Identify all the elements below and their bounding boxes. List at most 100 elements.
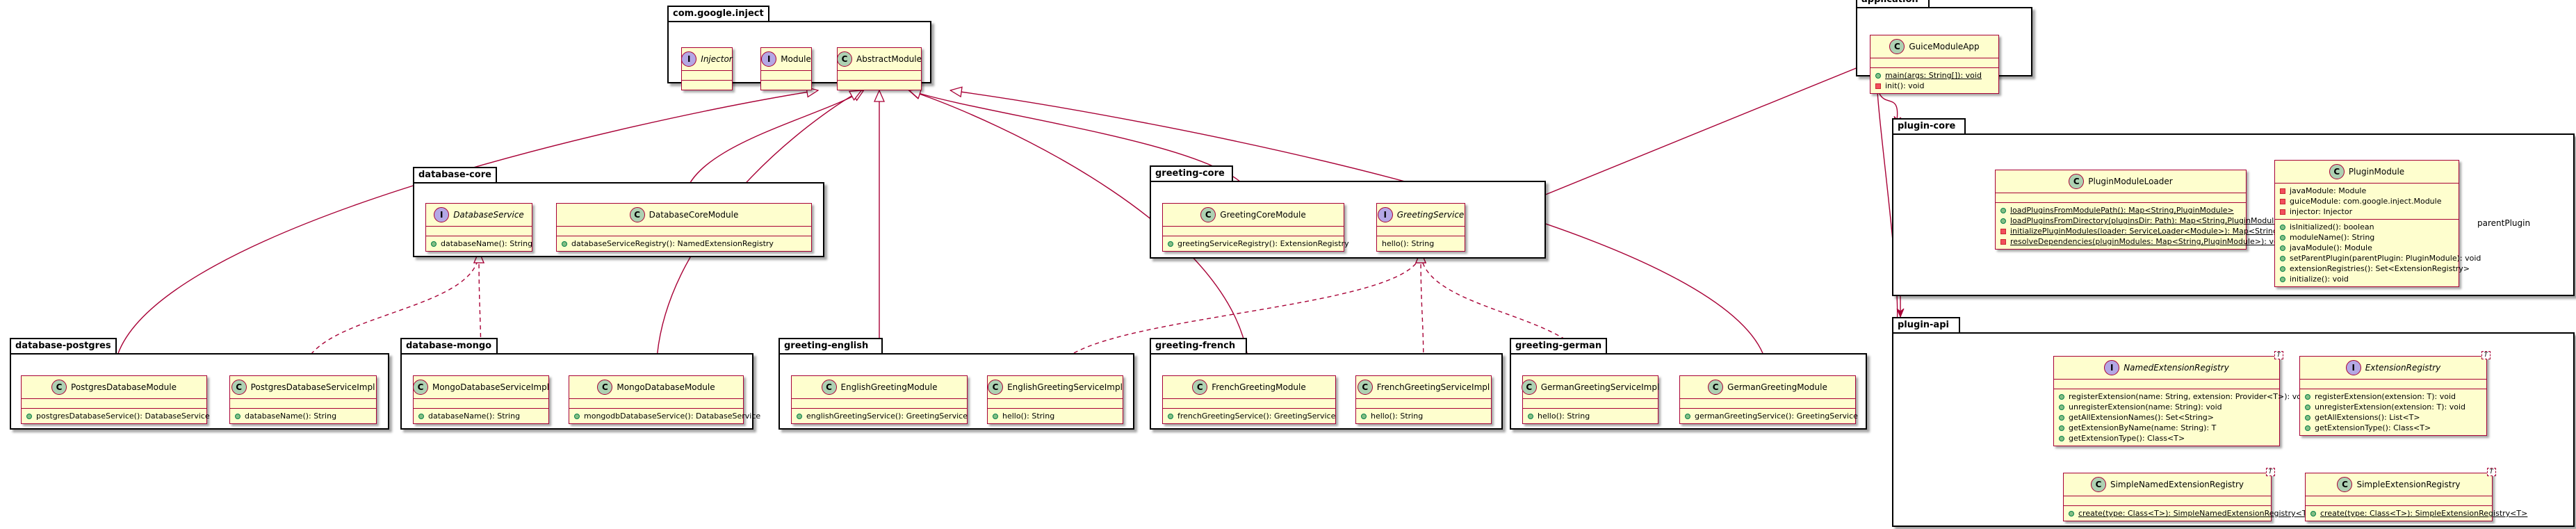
public-visibility-icon	[1168, 413, 1173, 419]
public-visibility-icon	[562, 241, 567, 247]
class-fields-section	[792, 398, 967, 408]
class-field: injector: Injector	[2280, 206, 2454, 217]
class-stereotype-icon: C	[1889, 39, 1905, 54]
class-stereotype-icon: C	[1521, 380, 1537, 395]
class-fields-section	[1356, 398, 1491, 408]
class-name: GreetingService	[1396, 210, 1465, 220]
class-method: initialize(): void	[2280, 274, 2454, 284]
public-visibility-icon	[993, 413, 998, 419]
package-tab-plugin-core: plugin-core	[1892, 118, 1966, 135]
member-signature: databaseName(): String	[428, 412, 521, 421]
class-fields-section	[1996, 193, 2246, 202]
private-visibility-icon	[2280, 188, 2285, 194]
package-tab-plugin-api: plugin-api	[1892, 317, 1960, 334]
class-field: javaModule: Module	[2280, 186, 2454, 196]
class-stereotype-icon: C	[1357, 380, 1373, 395]
class-method: isInitialized(): boolean	[2280, 222, 2454, 232]
class-method: frenchGreetingService(): GreetingService	[1168, 411, 1335, 421]
public-visibility-icon	[2059, 414, 2064, 421]
class-name: FrenchGreetingModule	[1212, 382, 1306, 392]
public-visibility-icon	[2305, 425, 2310, 431]
class-stereotype-icon: C	[412, 380, 428, 395]
class-stereotype-icon: C	[597, 380, 613, 395]
member-signature: hello(): String	[1371, 412, 1424, 421]
public-visibility-icon	[1875, 72, 1881, 79]
relation-abstract-module-to-french-greeting-module	[909, 90, 1250, 376]
public-visibility-icon	[2305, 404, 2310, 410]
class-name: SimpleExtensionRegistry	[2356, 480, 2461, 489]
member-signature: main(args: String[]): void	[1885, 71, 1982, 80]
class-name: PluginModule	[2348, 167, 2405, 177]
member-signature: loadPluginsFromModulePath(): Map<String,…	[2010, 206, 2234, 215]
class-methods-section: hello(): String	[988, 408, 1123, 423]
class-name: MongoDatabaseModule	[617, 382, 715, 392]
relation-greeting-service-to-english-greeting-service-impl	[1054, 252, 1421, 376]
class-method: englishGreetingService(): GreetingServic…	[797, 411, 968, 421]
package-tab-greeting-core: greeting-core	[1150, 165, 1233, 182]
class-name: SimpleNamedExtensionRegistry	[2110, 480, 2244, 489]
member-signature: getExtensionType(): Class<T>	[2069, 434, 2185, 443]
class-stereotype-icon: C	[231, 380, 247, 395]
generic-type-param: T	[2274, 351, 2283, 359]
interface-stereotype-icon: I	[681, 51, 697, 67]
class-fields-section	[1680, 398, 1855, 408]
member-signature: frenchGreetingService(): GreetingService	[1177, 412, 1336, 421]
interface-stereotype-icon: I	[1377, 207, 1393, 222]
public-visibility-icon	[2305, 414, 2310, 421]
interface-stereotype-icon: I	[761, 51, 777, 67]
interface-stereotype-icon: I	[434, 207, 450, 222]
class-name: NamedExtensionRegistry	[2123, 363, 2229, 373]
class-name: GermanGreetingServiceImpl	[1540, 382, 1660, 392]
generic-type-param: T	[2265, 468, 2275, 476]
class-name: PluginModuleLoader	[2088, 177, 2173, 186]
class-fields-section	[1163, 398, 1335, 408]
package-tab-greeting-french: greeting-french	[1150, 338, 1247, 355]
public-visibility-icon	[2000, 207, 2006, 213]
generic-type-param: T	[2486, 468, 2496, 476]
class-methods-section: databaseServiceRegistry(): NamedExtensio…	[557, 236, 811, 251]
public-visibility-icon	[2280, 245, 2285, 251]
member-signature: init(): void	[1885, 81, 1925, 90]
class-method: databaseServiceRegistry(): NamedExtensio…	[562, 238, 806, 249]
public-visibility-icon	[574, 413, 580, 419]
class-fields-section	[414, 398, 548, 408]
public-visibility-icon	[2059, 435, 2064, 441]
class-method: getExtensionType(): Class<T>	[2059, 433, 2274, 443]
class-method: getExtensionType(): Class<T>	[2305, 423, 2481, 433]
class-method: hello(): String	[993, 411, 1118, 421]
class-fields-section	[2306, 496, 2492, 505]
class-methods-section: databaseName(): String	[426, 236, 532, 251]
class-method: moduleName(): String	[2280, 232, 2454, 243]
class-methods-section	[682, 80, 732, 90]
class-name: AbstractModule	[856, 54, 922, 64]
package-tab-greeting-english: greeting-english	[778, 338, 883, 355]
